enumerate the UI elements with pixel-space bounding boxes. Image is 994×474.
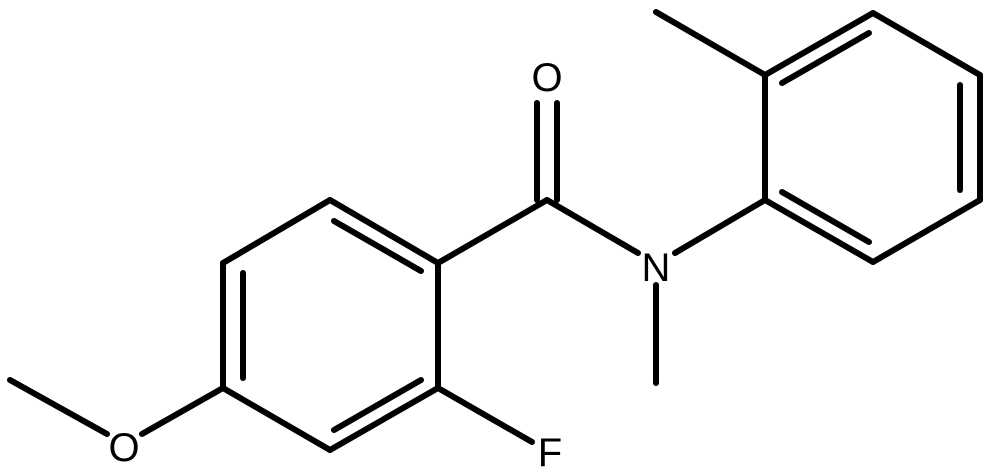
bond-ring1-c3-c4 <box>220 385 333 453</box>
bond-ring-methoxy-oxygen <box>139 385 226 437</box>
bond-ring1-c2-c3-inner <box>331 377 424 433</box>
bond-ring2-c5-c6 <box>870 197 983 265</box>
bond-ring2-c2-c3 <box>762 10 876 78</box>
bond-methoxy-methyl <box>7 377 110 437</box>
bond-ring-carbonyl <box>435 197 550 266</box>
bond-nitrogen-aryl <box>672 197 768 256</box>
bond-ring2-c3-c4 <box>870 10 983 78</box>
bond-ring2-c2-c3-inner <box>779 30 872 86</box>
atom-labels: O N F O <box>108 56 670 474</box>
atom-label-carbonyl-oxygen: O <box>531 56 562 100</box>
bond-ring1-c6-c1 <box>327 197 441 266</box>
bond-ring1-c2-c3 <box>327 385 441 453</box>
bond-ring-fluorine <box>435 385 535 445</box>
bond-carbonyl-nitrogen <box>544 197 641 256</box>
atom-label-fluorine: F <box>538 431 562 474</box>
bond-ring2-c6-c1-inner <box>779 189 872 245</box>
bond-ring1-c6-c1-inner <box>331 218 424 274</box>
bonds <box>7 9 983 453</box>
atom-label-methoxy-oxygen: O <box>108 426 139 470</box>
bond-ring2-methyl <box>653 9 768 78</box>
atom-label-nitrogen: N <box>642 246 671 290</box>
bond-ring1-c5-c6 <box>220 197 333 266</box>
bond-ring2-c6-c1 <box>762 197 876 265</box>
